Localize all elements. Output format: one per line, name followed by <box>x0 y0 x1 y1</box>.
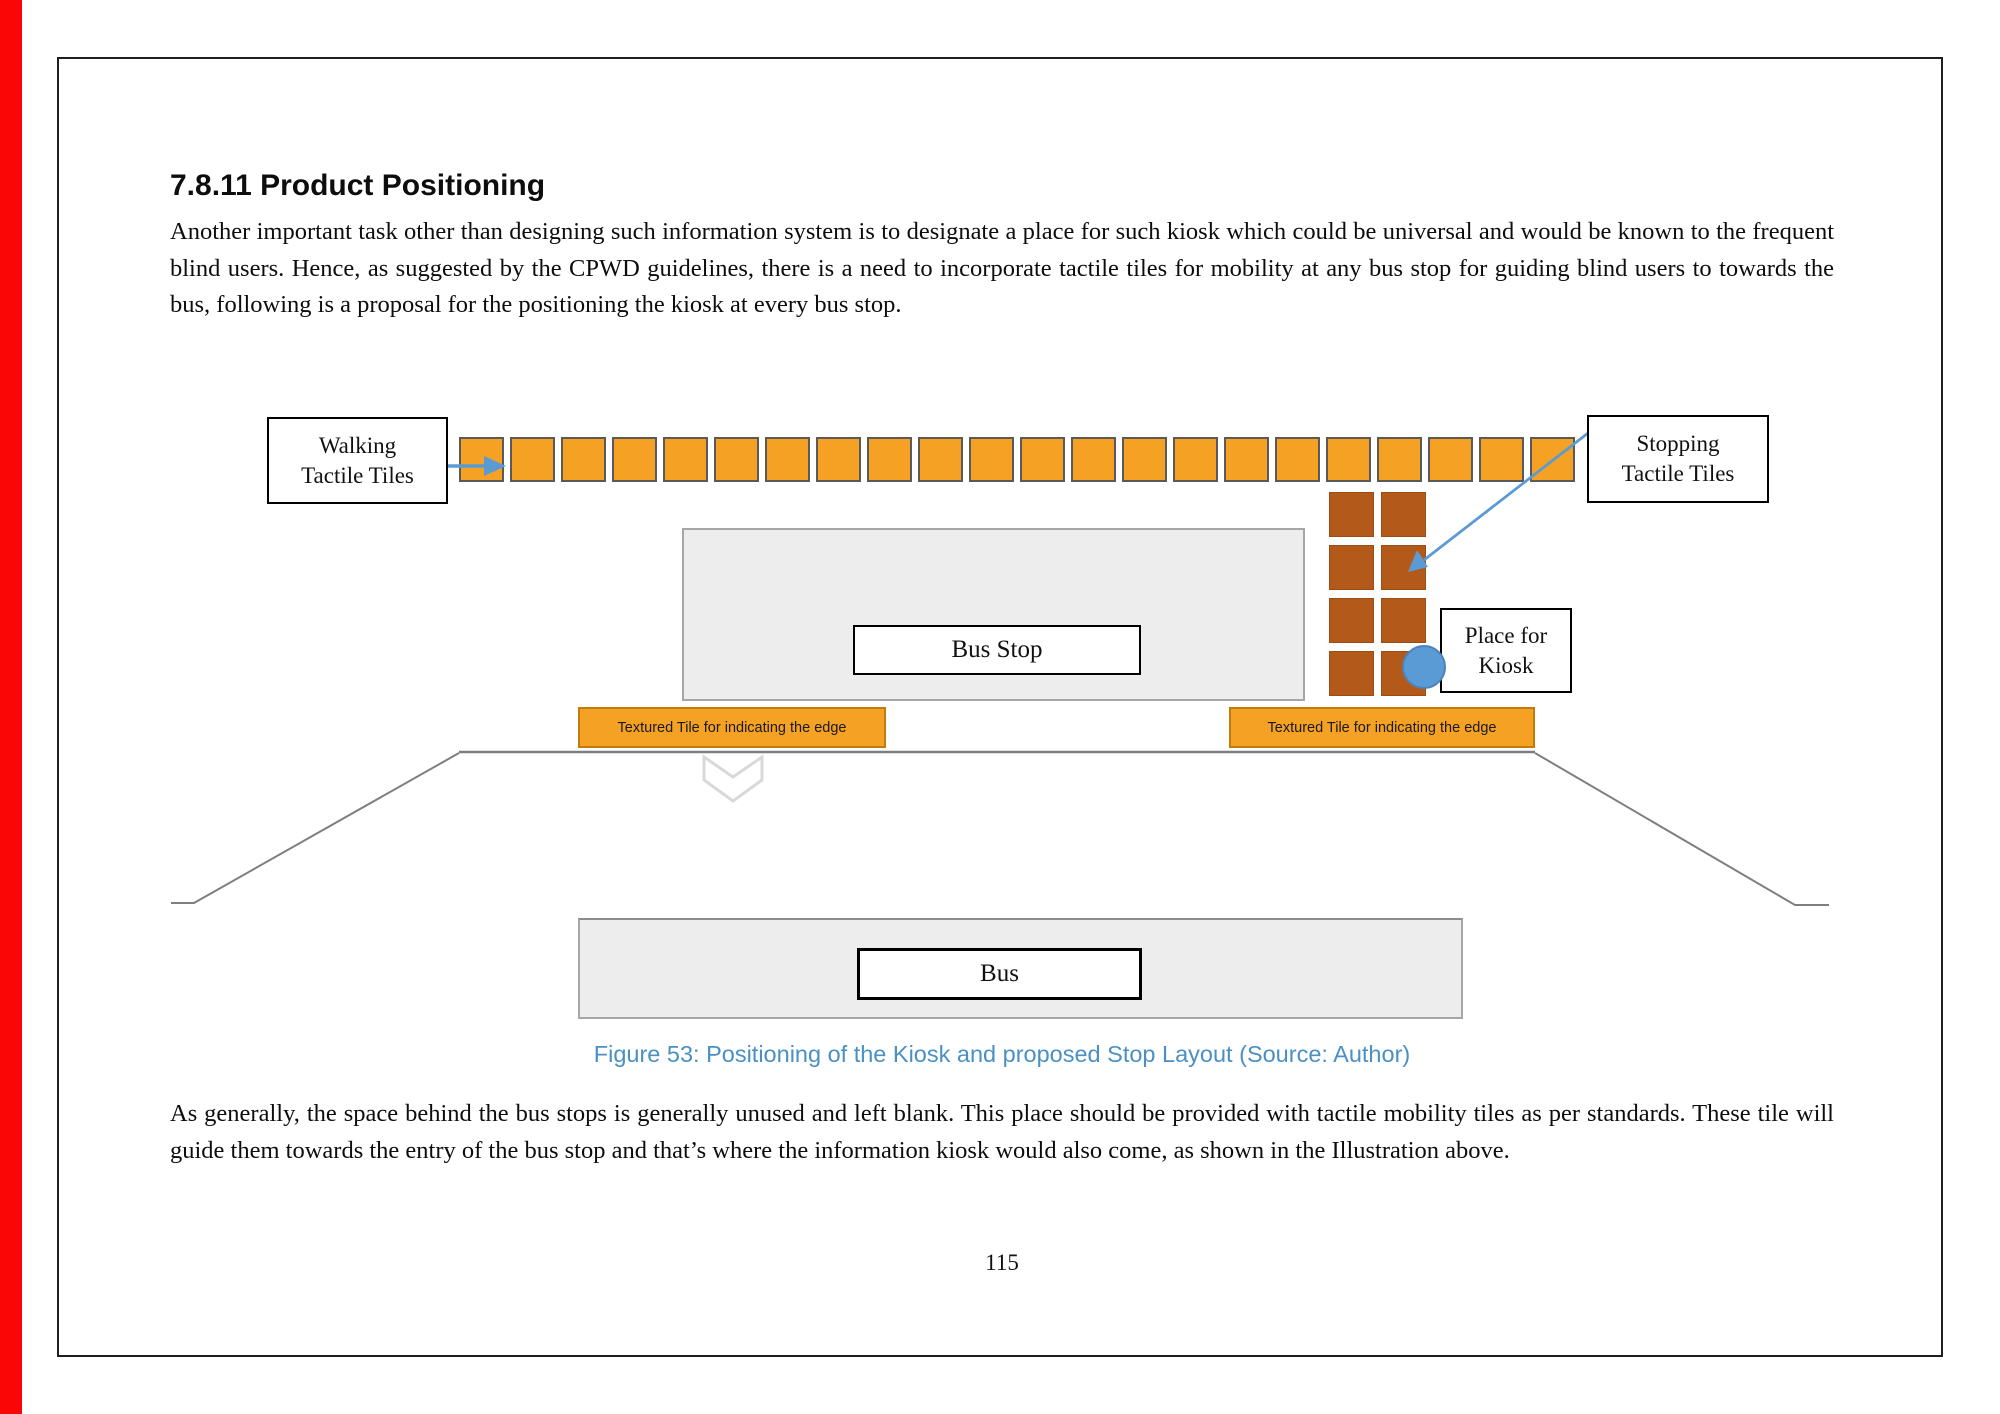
tactile-tile <box>1377 437 1422 482</box>
textured-edge-bar-left: Textured Tile for indicating the edge <box>578 707 886 748</box>
tactile-tile <box>1071 437 1116 482</box>
tactile-tile <box>816 437 861 482</box>
paragraph-closing: As generally, the space behind the bus s… <box>170 1100 1834 1164</box>
place-for-kiosk-label: Place for Kiosk <box>1440 608 1572 693</box>
tactile-tile <box>1224 437 1269 482</box>
left-edge-red-stripe <box>0 0 22 1414</box>
tactile-tile <box>765 437 810 482</box>
paragraph-intro: Another important task other than design… <box>170 218 1834 318</box>
bus-stop-shelter-rect <box>682 528 1305 701</box>
tactile-tile <box>1381 492 1426 537</box>
tactile-tile <box>663 437 708 482</box>
tactile-tile <box>1428 437 1473 482</box>
figure-caption: Figure 53: Positioning of the Kiosk and … <box>593 1041 1411 1067</box>
tactile-tile <box>1329 492 1374 537</box>
tactile-tile <box>867 437 912 482</box>
tactile-tile <box>1275 437 1320 482</box>
page-number: 115 <box>985 1250 1019 1275</box>
kiosk-position-circle <box>1402 645 1446 689</box>
tactile-tile <box>1329 598 1374 643</box>
tactile-tile <box>510 437 555 482</box>
stopping-tiles-label: Stopping Tactile Tiles <box>1587 415 1769 503</box>
tactile-tile <box>1530 437 1575 482</box>
tactile-tile <box>918 437 963 482</box>
tactile-tile <box>1479 437 1524 482</box>
textured-edge-bar-right: Textured Tile for indicating the edge <box>1229 707 1535 748</box>
tactile-tile <box>1329 651 1374 696</box>
section-heading: 7.8.11 Product Positioning <box>170 169 546 202</box>
walking-tactile-tile-row <box>459 437 1575 482</box>
tactile-tile <box>1329 545 1374 590</box>
tactile-tile <box>459 437 504 482</box>
bus-label: Bus <box>857 948 1142 1000</box>
tactile-tile <box>1173 437 1218 482</box>
tactile-tile <box>1020 437 1065 482</box>
tactile-tile <box>714 437 759 482</box>
walking-tiles-label: Walking Tactile Tiles <box>267 417 448 504</box>
page-border <box>57 57 1943 1357</box>
tactile-tile <box>1381 545 1426 590</box>
bus-stop-label: Bus Stop <box>853 625 1141 675</box>
tactile-tile <box>612 437 657 482</box>
tactile-tile <box>1326 437 1371 482</box>
tactile-tile <box>1122 437 1167 482</box>
tactile-tile <box>1381 598 1426 643</box>
tactile-tile <box>969 437 1014 482</box>
tactile-tile <box>561 437 606 482</box>
